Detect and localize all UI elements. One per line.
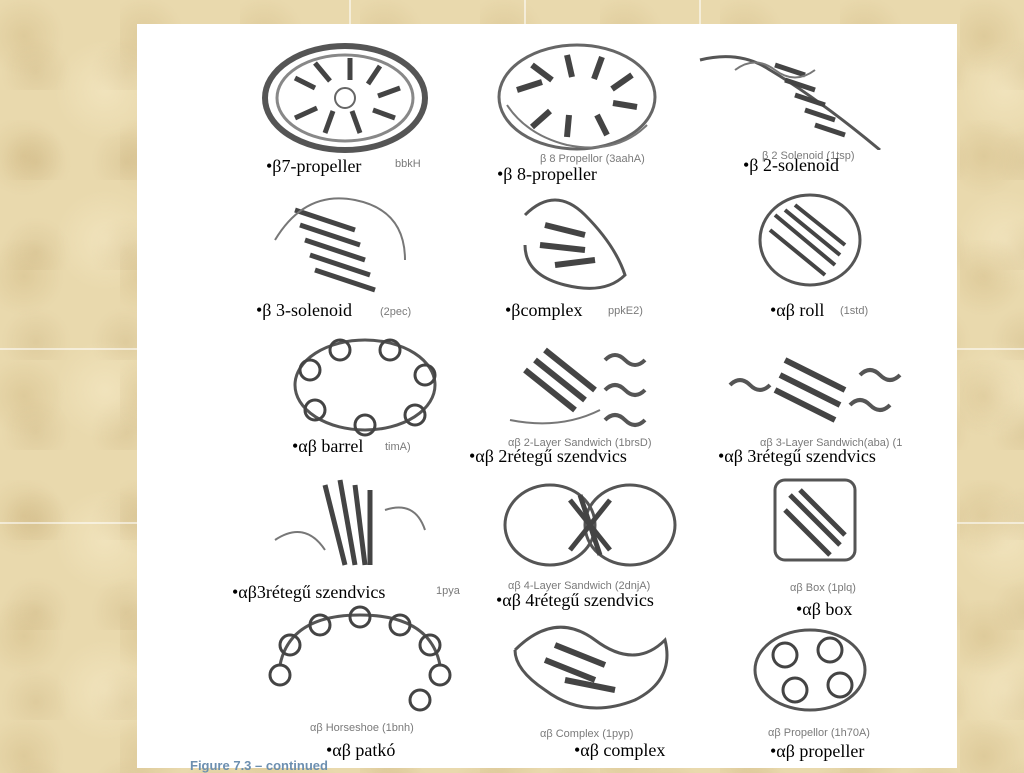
label-beta7-propeller: •β7-propeller bbox=[266, 156, 362, 176]
label-beta2-solenoid: •β 2-solenoid bbox=[743, 155, 839, 175]
printed-caption: β 2 Solenoid (1tsp) bbox=[762, 150, 855, 162]
label-beta8-propeller: •β 8-propeller bbox=[497, 164, 597, 184]
printed-caption: ppkE2) bbox=[608, 305, 643, 317]
label-beta-complex: •βcomplex bbox=[505, 300, 583, 320]
tile-seam bbox=[349, 0, 351, 24]
printed-caption: (2pec) bbox=[380, 306, 412, 318]
label-ab-complex: •αβ complex bbox=[574, 740, 666, 760]
printed-caption: αβ Complex (1pyp) bbox=[540, 728, 634, 740]
label-ab-4layer-sandwich: •αβ 4rétegű szendvics bbox=[496, 590, 654, 610]
printed-caption: 1pya bbox=[436, 585, 460, 597]
ab-3layer-sandwich-2-structure bbox=[274, 479, 426, 566]
beta2-solenoid-structure bbox=[699, 55, 881, 150]
printed-caption: αβ 4-Layer Sandwich (2dnjA) bbox=[508, 580, 651, 592]
label-beta3-solenoid: •β 3-solenoid bbox=[256, 300, 352, 320]
ab-barrel-structure bbox=[293, 338, 437, 437]
ab-box-structure bbox=[773, 478, 857, 562]
printed-caption: αβ Box (1plq) bbox=[790, 582, 856, 594]
beta-complex-structure bbox=[523, 198, 627, 290]
ab-horseshoe-structure bbox=[268, 605, 452, 712]
label-ab-propeller: •αβ propeller bbox=[770, 741, 865, 761]
label-ab-3layer-sandwich-2: •αβ3rétegű szendvics bbox=[232, 582, 386, 602]
figure-caption: Figure 7.3 – continued bbox=[190, 758, 328, 773]
beta8-propeller-structure bbox=[497, 43, 657, 151]
tile-seam bbox=[699, 0, 701, 24]
ab-2layer-sandwich-structure bbox=[509, 347, 647, 427]
ab-4layer-sandwich-structure bbox=[503, 483, 677, 567]
printed-caption: αβ 2-Layer Sandwich (1brsD) bbox=[508, 437, 652, 449]
ab-roll-structure bbox=[758, 193, 862, 287]
label-ab-2layer-sandwich: •αβ 2rétegű szendvics bbox=[469, 446, 627, 466]
printed-caption: αβ 3-Layer Sandwich(aba) (1 bbox=[760, 437, 903, 449]
printed-caption: bbkH bbox=[395, 158, 421, 170]
ab-propeller-structure bbox=[753, 628, 867, 712]
label-ab-horseshoe: •αβ patkó bbox=[326, 740, 396, 760]
beta3-solenoid-structure bbox=[274, 197, 406, 293]
printed-caption: αβ Propellor (1h70A) bbox=[768, 727, 870, 739]
beta7-propeller-structure bbox=[262, 43, 428, 153]
ab-complex-structure bbox=[513, 625, 669, 710]
printed-caption: β 8 Propellor (3aahA) bbox=[540, 153, 645, 165]
printed-caption: αβ Horseshoe (1bnh) bbox=[310, 722, 414, 734]
tile-seam bbox=[524, 0, 526, 24]
ab-3layer-sandwich-structure bbox=[728, 357, 902, 423]
label-ab-roll: •αβ roll bbox=[770, 300, 825, 320]
printed-caption: (1std) bbox=[840, 305, 869, 317]
printed-caption: timA) bbox=[385, 441, 411, 453]
label-ab-3layer-sandwich: •αβ 3rétegű szendvics bbox=[718, 446, 876, 466]
label-ab-box: •αβ box bbox=[796, 599, 853, 619]
label-ab-barrel: •αβ barrel bbox=[292, 436, 364, 456]
